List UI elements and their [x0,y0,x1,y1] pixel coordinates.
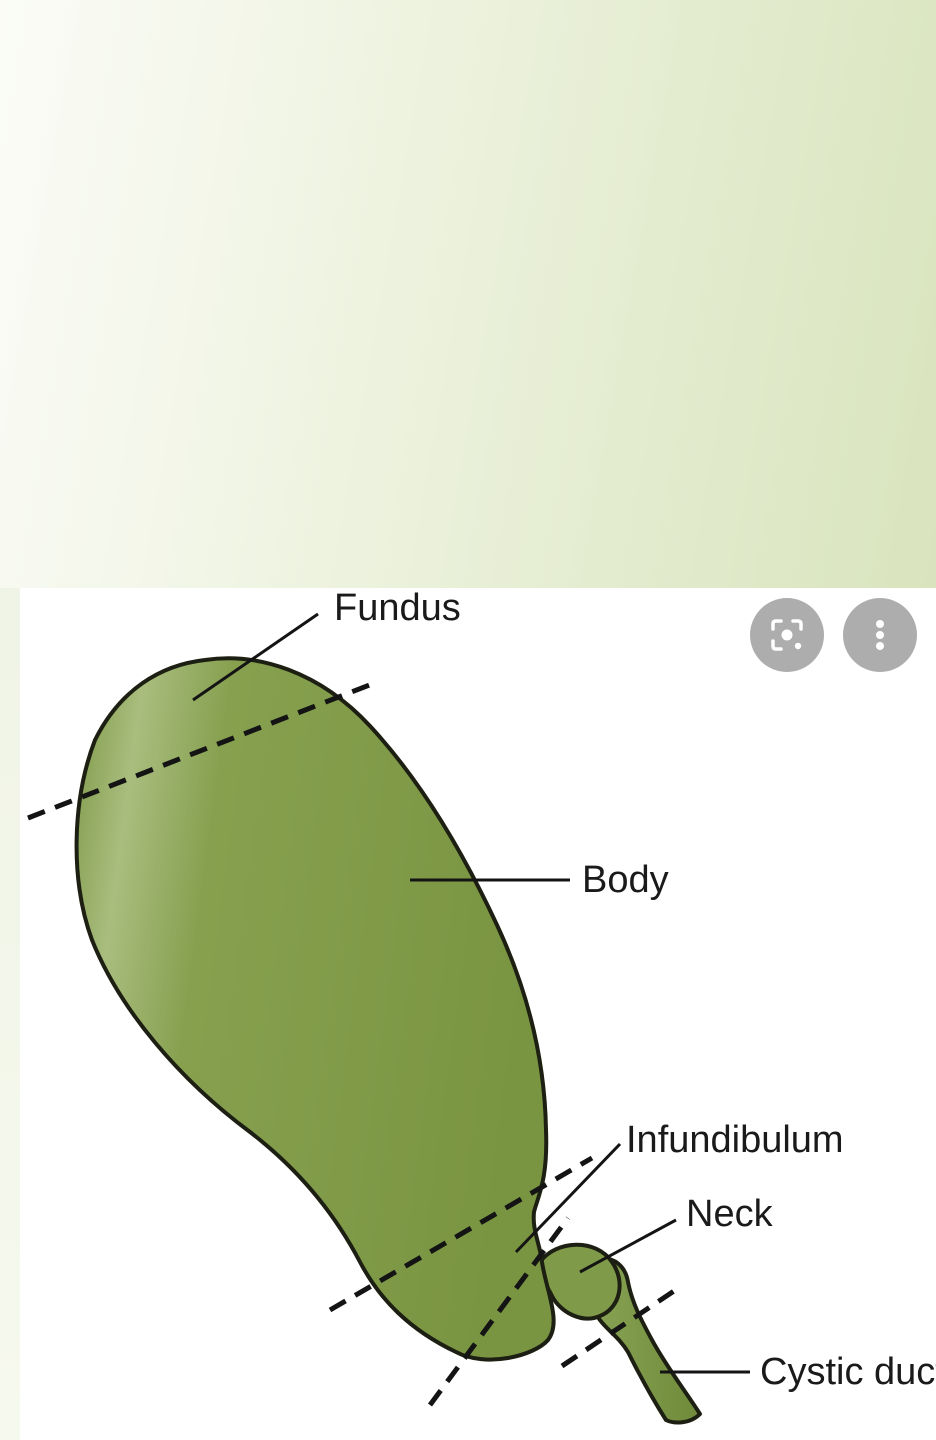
gallbladder-diagram: Fundus Body Infundibulum Neck Cystic duc… [20,588,936,1440]
label-infundibulum: Infundibulum [626,1119,844,1161]
label-cystic-duct: Cystic duct [760,1351,936,1393]
gallbladder-shape [77,658,554,1359]
more-vertical-icon [860,615,900,655]
label-neck: Neck [686,1193,774,1235]
top-banner [0,0,936,588]
lens-search-icon [767,615,807,655]
left-strip [0,588,20,1440]
more-options-button[interactable] [843,598,917,672]
lens-search-button[interactable] [750,598,824,672]
gallbladder-diagram-card: Fundus Body Infundibulum Neck Cystic duc… [20,588,936,1440]
label-body: Body [582,859,669,901]
label-fundus: Fundus [334,588,461,629]
